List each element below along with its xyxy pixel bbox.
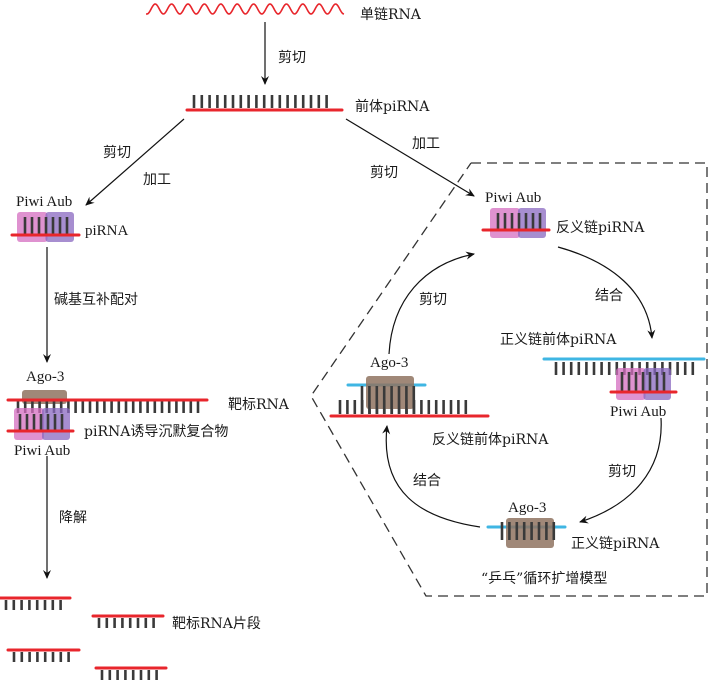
cut-label-top: 剪切 — [278, 50, 306, 66]
left-piwi-aub-complex — [10, 212, 81, 242]
cut-right-label: 剪切 — [608, 464, 636, 480]
ssrna-label: 单链RNA — [360, 7, 421, 23]
cycle-top-piwi-aub-complex — [481, 208, 551, 238]
cycle-ago3-bottom-label: Ago-3 — [508, 500, 547, 516]
arrow-cut-left — [388, 251, 475, 355]
cycle-right-piwi-aub-label: Piwi Aub — [610, 404, 667, 420]
bind-left-label: 结合 — [413, 473, 441, 489]
target-rna-fragment — [94, 666, 168, 680]
right-cut-label: 剪切 — [370, 165, 398, 181]
sense-pre-pirna-label: 正义链前体piRNA — [500, 332, 617, 348]
pirisc-label: piRNA诱导沉默复合物 — [84, 424, 229, 440]
arrow-pre-to-cycle — [345, 118, 475, 197]
ping-pong-cycle-boundary — [310, 162, 708, 597]
target-fragments-label: 靶标RNA片段 — [172, 616, 261, 632]
target-rna-fragment — [6, 648, 81, 662]
base-pairing-label: 碱基互补配对 — [54, 292, 138, 308]
piwi-protein — [14, 408, 44, 440]
piwi-aub-bottom-label: Piwi Aub — [14, 443, 71, 459]
target-rna-fragment — [0, 596, 72, 610]
degradation-label: 降解 — [59, 510, 87, 526]
left-process-label: 加工 — [143, 172, 171, 188]
sense-pirna-label: 正义链piRNA — [571, 536, 660, 552]
right-process-label: 加工 — [412, 136, 440, 152]
cut-left-label: 剪切 — [419, 292, 447, 308]
target-rna-fragment — [91, 614, 165, 628]
target-rna-pirisc-complex — [6, 390, 209, 440]
antisense-pre-pirna-label: 反义链前体piRNA — [432, 432, 549, 448]
arrow-cut-right — [579, 417, 662, 524]
arrow-bind-left — [382, 425, 481, 528]
cycle-title-label: “乒乓”循环扩增模型 — [481, 571, 608, 587]
pre-pirna-label: 前体piRNA — [355, 99, 430, 115]
sense-pre-pirna-complex — [542, 357, 706, 400]
left-pirna-label: piRNA — [85, 223, 129, 239]
pre-pirna — [185, 95, 344, 112]
target-rna-label: 靶标RNA — [228, 397, 289, 413]
sense-pirna-ago3-complex — [486, 518, 567, 548]
piwi-protein — [616, 368, 646, 400]
bind-right-label: 结合 — [595, 288, 623, 304]
antisense-pirna-label: 反义链piRNA — [556, 220, 645, 236]
left-cut-label: 剪切 — [103, 145, 131, 161]
cycle-top-piwi-aub-label: Piwi Aub — [485, 190, 542, 206]
antisense-pre-pirna-complex — [329, 376, 490, 418]
cycle-ago3-left-label: Ago-3 — [370, 355, 409, 371]
left-piwi-aub-label: Piwi Aub — [16, 194, 73, 210]
wavy-rna-strand — [146, 3, 345, 16]
single-strand-rna — [146, 3, 345, 16]
arrow-pre-to-left-piwi — [85, 118, 185, 206]
ago3-left-label: Ago-3 — [26, 369, 65, 385]
arrow-bind-right — [557, 246, 656, 339]
